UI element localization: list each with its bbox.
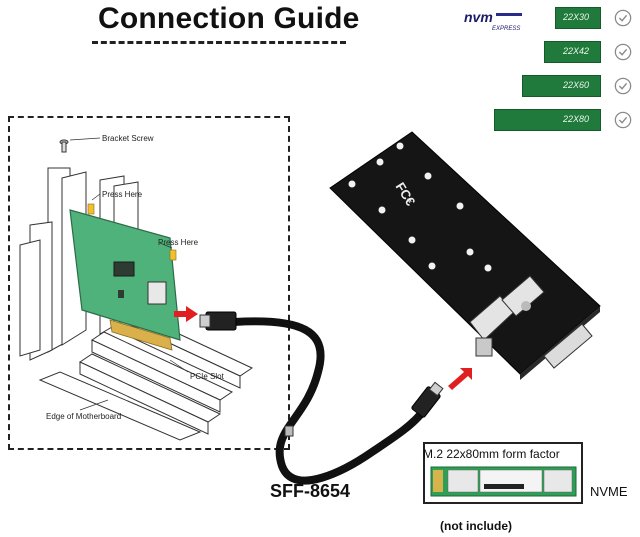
nvme-logo: nvm EXPRESS xyxy=(464,9,522,32)
m2-size-bar xyxy=(555,7,601,29)
check-circle-icon xyxy=(614,9,632,27)
red-arrow-icon xyxy=(448,368,472,390)
nvme-label: NVME xyxy=(590,484,628,499)
m2-size-label: 22X80 xyxy=(563,114,590,124)
m2-size-label: 22X60 xyxy=(563,80,590,90)
m2-nvme-drive xyxy=(430,466,577,497)
pcie-adapter-card xyxy=(69,209,181,351)
not-included-note: (not include) xyxy=(440,519,512,533)
drive-frame xyxy=(423,442,583,504)
m2-size-bar xyxy=(544,41,601,63)
bracket-screw-icon xyxy=(59,139,69,153)
check-circle-icon xyxy=(614,77,632,95)
cable-label: SFF-8654 xyxy=(270,481,351,501)
check-circle-icon xyxy=(614,111,632,129)
page-title: Connection Guide xyxy=(98,2,360,35)
nvme-logo-sub: EXPRESS xyxy=(492,26,520,32)
m2-size-label: 22X42 xyxy=(563,46,590,56)
check-circle-icon xyxy=(614,43,632,61)
callout-press-here: Press Here xyxy=(102,190,143,199)
callout-motherboard: Edge of Motherboard xyxy=(46,412,122,421)
m2-size-bar xyxy=(494,109,601,131)
m2-size-bar xyxy=(522,75,601,97)
form-factor-label: M.2 22x80mm form factor xyxy=(423,447,560,461)
title-underline xyxy=(92,41,346,44)
red-arrow-icon xyxy=(174,306,198,322)
installation-diagram-frame xyxy=(8,116,290,450)
m2-adapter-board: FC€ xyxy=(329,131,601,380)
callout-pcie-slot: PCIe Slot xyxy=(190,372,224,381)
sff-8654-cable xyxy=(199,311,444,485)
press-here-marker xyxy=(87,203,177,261)
callout-press-here: Press Here xyxy=(158,238,199,247)
m2-size-label: 22X30 xyxy=(563,12,590,22)
nvme-logo-text: nvm xyxy=(464,9,493,25)
callout-bracket-screw: Bracket Screw xyxy=(102,134,154,143)
